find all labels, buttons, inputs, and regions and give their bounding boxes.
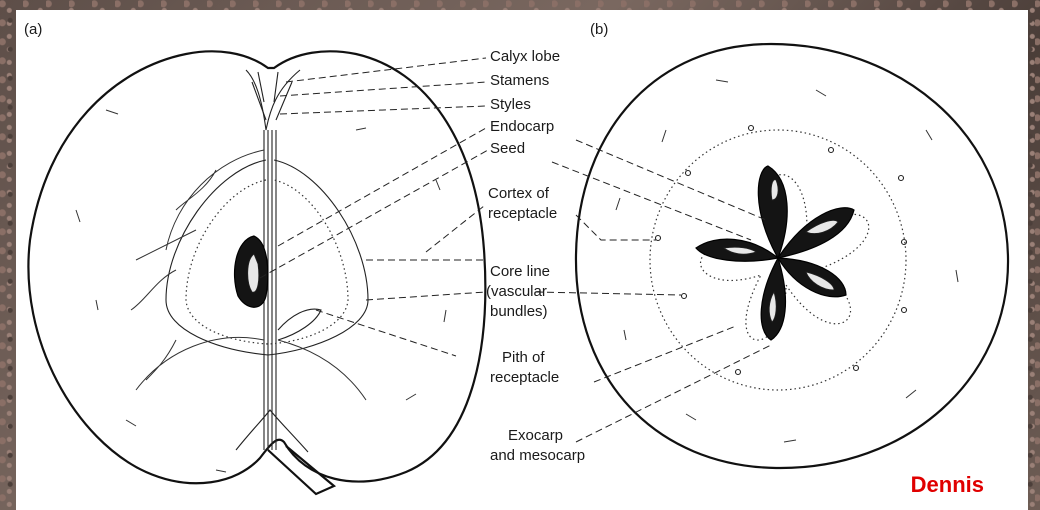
label-core-line2: (vascular — [486, 283, 547, 300]
diagram-panel: (a) (b) — [16, 10, 1028, 510]
apple-longitudinal-section — [28, 51, 485, 494]
credit-watermark: Dennis — [911, 472, 984, 498]
label-pith-line2: receptacle — [490, 369, 559, 386]
panel-label-a: (a) — [24, 21, 42, 38]
seed-star — [696, 166, 854, 340]
label-cortex-line2: receptacle — [488, 205, 557, 222]
label-styles: Styles — [490, 96, 531, 113]
apple-transverse-section — [576, 44, 1008, 468]
label-core-line1: Core line — [490, 263, 550, 280]
calyx-cavity — [246, 70, 300, 130]
label-cortex-line1: Cortex of — [488, 185, 550, 202]
pith-a — [278, 309, 321, 340]
label-exocarp-line1: Exocarp — [508, 427, 563, 444]
label-core-line3: bundles) — [490, 303, 548, 320]
label-seed: Seed — [490, 140, 525, 157]
label-stamens: Stamens — [490, 72, 549, 89]
panel-label-b: (b) — [590, 21, 608, 38]
apple-structure-diagram: (a) (b) — [16, 10, 1028, 510]
label-calyx-lobe: Calyx lobe — [490, 48, 560, 65]
label-pith-line1: Pith of — [502, 349, 545, 366]
apple-outline-b — [576, 44, 1008, 468]
label-exocarp-line2: and mesocarp — [490, 447, 585, 464]
stalk-a — [268, 446, 334, 494]
label-endocarp: Endocarp — [490, 118, 554, 135]
